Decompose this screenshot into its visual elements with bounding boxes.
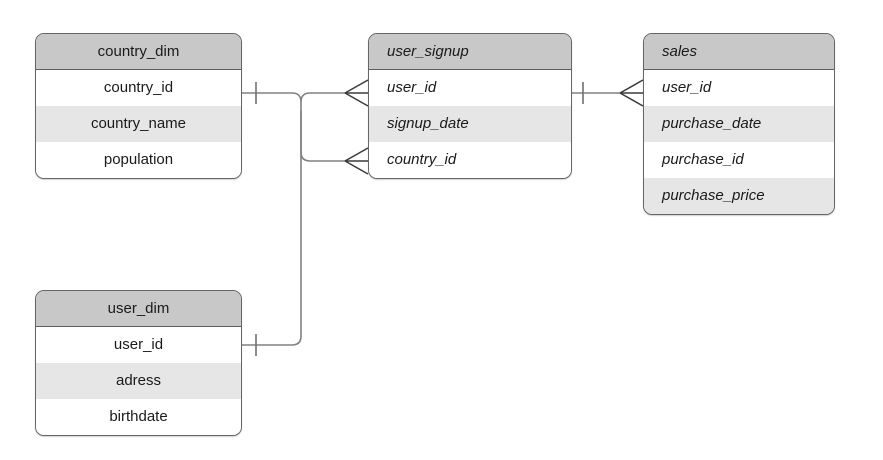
entity-sales[interactable]: sales user_id purchase_date purchase_id …: [643, 33, 835, 215]
entity-title-user-signup: user_signup: [369, 34, 571, 70]
entity-country-dim[interactable]: country_dim country_id country_name popu…: [35, 33, 242, 179]
connector-user-dim-to-user-signup: [242, 111, 302, 346]
entity-field-user-id[interactable]: user_id: [369, 70, 571, 106]
crowsfoot-user-signup-user-id: [344, 79, 369, 107]
entity-user-dim[interactable]: user_dim user_id adress birthdate: [35, 290, 242, 436]
entity-title-user-dim: user_dim: [36, 291, 241, 327]
entity-title-country-dim: country_dim: [36, 34, 241, 70]
entity-field-user-dim-user-id[interactable]: user_id: [36, 327, 241, 363]
entity-field-purchase-date[interactable]: purchase_date: [644, 106, 834, 142]
entity-user-signup[interactable]: user_signup user_id signup_date country_…: [368, 33, 572, 179]
entity-field-country-name[interactable]: country_name: [36, 106, 241, 142]
entity-field-purchase-id[interactable]: purchase_id: [644, 142, 834, 178]
entity-field-country-id-fk[interactable]: country_id: [369, 142, 571, 178]
entity-field-signup-date[interactable]: signup_date: [369, 106, 571, 142]
entity-field-sales-user-id[interactable]: user_id: [644, 70, 834, 106]
crowsfoot-sales-user-id: [619, 79, 644, 107]
entity-field-birthdate[interactable]: birthdate: [36, 399, 241, 435]
entity-field-purchase-price[interactable]: purchase_price: [644, 178, 834, 214]
connector-country-dim-to-user-signup-country-id: [300, 102, 345, 162]
entity-title-sales: sales: [644, 34, 834, 70]
connector-country-dim-to-user-signup-user-id: [242, 92, 345, 103]
entity-field-adress[interactable]: adress: [36, 363, 241, 399]
entity-field-country-id[interactable]: country_id: [36, 70, 241, 106]
entity-field-population[interactable]: population: [36, 142, 241, 178]
crowsfoot-user-signup-country-id: [344, 147, 369, 175]
